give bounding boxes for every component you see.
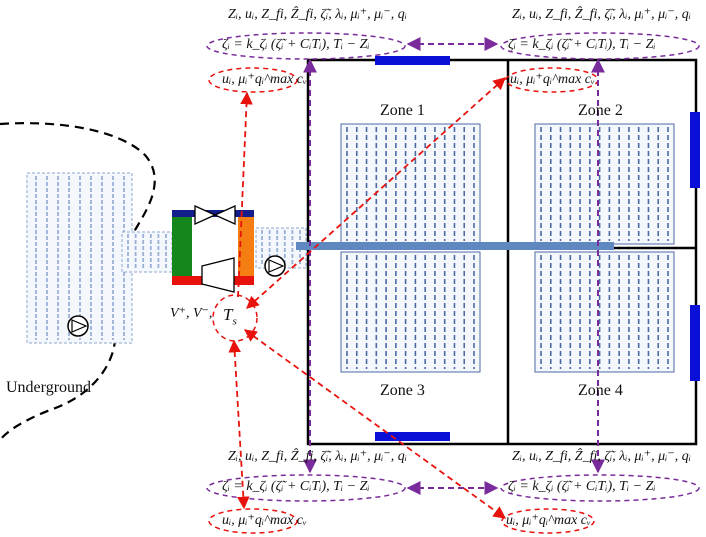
constraint-z4: ζᵢ = k_ζᵢ (ζ̃ᵢ + CᵢTᵢ), Tᵢ − Zᵢ	[508, 479, 656, 494]
link-red-z2	[246, 77, 506, 309]
control-z4: uᵢ, μᵢ⁺qᵢ^max cᵥ	[506, 513, 591, 528]
variables-z4: Zᵢ, uᵢ, Z_fi, Ẑ_fi, ζ̃ᵢ, λᵢ, μᵢ⁺, μᵢ⁻, q…	[512, 449, 691, 464]
constraint-z3: ζᵢ = k_ζᵢ (ζ̃ᵢ + CᵢTᵢ), Tᵢ − Zᵢ	[222, 479, 370, 494]
window-right-upper	[690, 112, 700, 188]
zone-coil-panel	[534, 123, 675, 245]
control-z3: uᵢ, μᵢ⁺qᵢ^max cᵥ	[222, 513, 307, 528]
pump-icon	[264, 255, 286, 277]
variables-z3: Zᵢ, uᵢ, Z_fi, Ẑ_fi, ζ̃ᵢ, λᵢ, μᵢ⁺, μᵢ⁻, q…	[228, 449, 407, 464]
borehole-lines	[35, 176, 125, 340]
ellipse-control-z4	[501, 508, 595, 534]
ground-coil	[121, 231, 173, 273]
valve-icon	[194, 204, 236, 226]
window-bottom	[375, 432, 450, 441]
pump-icon	[67, 315, 89, 337]
control-z1: uᵢ, μᵢ⁺qᵢ^max cᵥ	[222, 72, 307, 87]
zone-1-label: Zone 1	[380, 102, 425, 119]
window-top	[375, 56, 450, 65]
distribution-pipe	[296, 242, 614, 250]
underground-label: Underground	[6, 379, 92, 396]
link-red-z4	[243, 329, 507, 519]
ground-coil-lines	[127, 234, 167, 270]
ellipse-supply-temp	[212, 294, 258, 342]
constraint-z1: ζᵢ = k_ζᵢ (ζ̃ᵢ + CᵢTᵢ), Tᵢ − Zᵢ	[222, 37, 370, 52]
zone-2-label: Zone 2	[578, 102, 623, 119]
hp-left-pipe	[172, 217, 192, 276]
constraint-z2: ζᵢ = k_ζᵢ (ζ̃ᵢ + CᵢTᵢ), Tᵢ − Zᵢ	[508, 37, 656, 52]
zone-3-label: Zone 3	[380, 382, 425, 399]
zone-coil-panel	[534, 251, 675, 373]
zone-4-label: Zone 4	[578, 382, 623, 399]
ellipse-control-z3	[208, 508, 298, 534]
zone-coil-panel	[340, 251, 481, 373]
zone-coil-panel	[340, 123, 481, 245]
window-right-lower	[690, 305, 700, 381]
variables-z2: Zᵢ, uᵢ, Z_fi, Ẑ_fi, ζ̃ᵢ, λᵢ, μᵢ⁺, μᵢ⁻, q…	[512, 7, 691, 22]
variables-z1: Zᵢ, uᵢ, Z_fi, Ẑ_fi, ζ̃ᵢ, λᵢ, μᵢ⁺, μᵢ⁻, q…	[228, 7, 407, 22]
control-z2: uᵢ, μᵢ⁺qᵢ^max cᵥ	[510, 72, 595, 87]
link-red-z1-up	[237, 91, 253, 298]
compressor-icon	[201, 257, 235, 293]
supply-temp-label: Ts	[223, 305, 237, 328]
volume-label: V⁺, V⁻,	[170, 306, 213, 321]
link-red-z3-down	[228, 339, 250, 510]
